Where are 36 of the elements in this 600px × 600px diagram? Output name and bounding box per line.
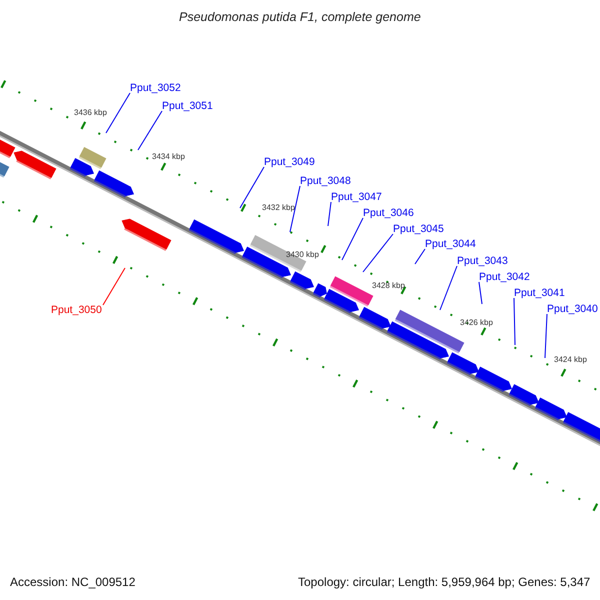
leader-line <box>414 248 426 264</box>
leader-line <box>328 202 332 226</box>
leader-line <box>106 92 130 134</box>
leader-line <box>342 218 364 260</box>
diagram-title: Pseudomonas putida F1, complete genome <box>179 11 421 24</box>
scale-label: 3434 kbp <box>152 153 185 161</box>
leader-line <box>514 298 516 346</box>
leader-line <box>440 266 458 310</box>
gene-label: Pput_3048 <box>300 175 351 187</box>
scale-label: 3426 kbp <box>460 319 493 327</box>
leader-line <box>544 314 548 358</box>
scale-label: 3432 kbp <box>262 204 295 212</box>
leader-line <box>362 234 394 272</box>
gene-label: Pput_3040 <box>547 303 598 315</box>
leader-line <box>102 268 126 306</box>
scale-label: 3430 kbp <box>286 251 319 259</box>
gene-label: Pput_3045 <box>393 223 444 235</box>
gene-label: Pput_3042 <box>479 271 530 283</box>
footer-text: Accession: NC_009512 <box>10 576 136 588</box>
gene-label: Pput_3046 <box>363 207 414 219</box>
leader-line <box>138 110 162 150</box>
gene-label: Pput_3051 <box>162 100 213 112</box>
leader-line <box>478 282 482 304</box>
scale-label: 3424 kbp <box>554 356 587 364</box>
footer-text: Topology: circular; Length: 5,959,964 bp; Genes: 5,347 <box>298 576 590 588</box>
leader-line <box>290 186 300 232</box>
gene-label: Pput_3050 <box>51 304 102 316</box>
scale-label: 3428 kbp <box>372 282 405 290</box>
gene-label: Pput_3052 <box>130 82 181 94</box>
gene-label: Pput_3043 <box>457 255 508 267</box>
gene-label: Pput_3047 <box>331 191 382 203</box>
scale-label: 3436 kbp <box>74 109 107 117</box>
gene-label: Pput_3049 <box>264 156 315 168</box>
gene-label: Pput_3041 <box>514 287 565 299</box>
leader-line <box>240 166 264 208</box>
gene-label: Pput_3044 <box>425 238 476 250</box>
